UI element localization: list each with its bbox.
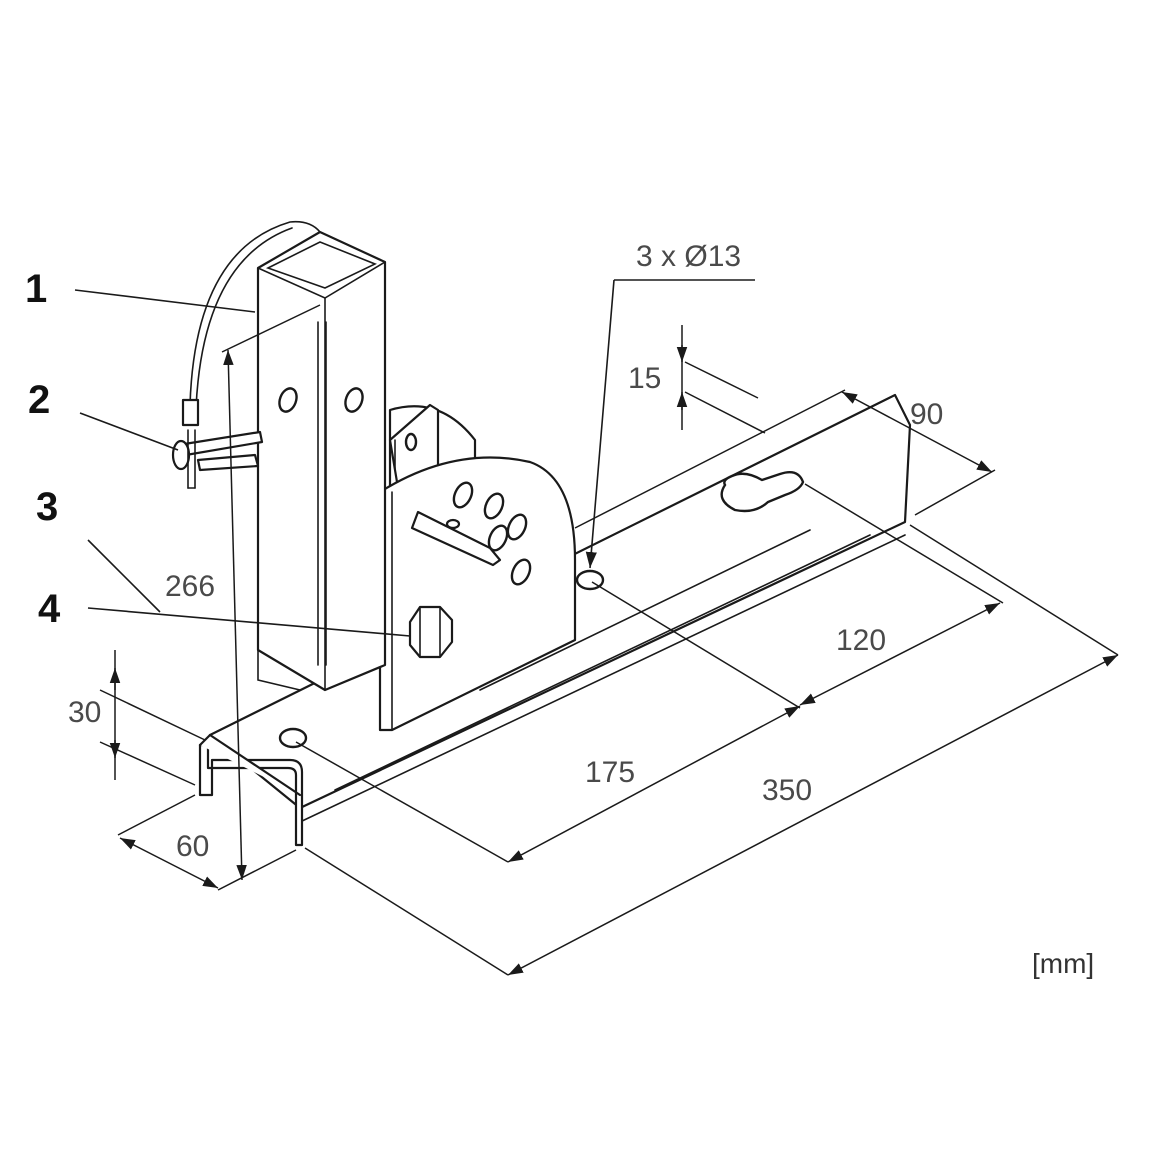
dim-plate-width: 90 — [910, 398, 943, 431]
callout-1: 1 — [25, 267, 47, 311]
callout-4: 4 — [38, 587, 61, 631]
callout-3: 3 — [36, 485, 58, 529]
dimension-lines — [99, 304, 1119, 976]
dim-height: 266 — [165, 570, 215, 603]
dim-offset: 15 — [628, 362, 661, 395]
dim-hole-spacing-short: 120 — [836, 624, 886, 657]
keyhole-slot — [720, 471, 805, 513]
unit-label: [mm] — [1032, 948, 1094, 979]
square-tube — [256, 230, 387, 692]
dim-hole-spacing-long: 175 — [585, 756, 635, 789]
hex-bolt-icon — [408, 605, 454, 659]
dim-holes: 3 x Ø13 — [636, 240, 741, 273]
mounting-hole-front — [278, 727, 308, 749]
callout-2: 2 — [28, 378, 50, 422]
leader-lines — [74, 279, 755, 637]
dim-total-length: 350 — [762, 774, 812, 807]
dim-flange-height: 30 — [68, 696, 101, 729]
safety-wire-pin — [171, 220, 321, 489]
dim-flange-width: 60 — [176, 830, 209, 863]
